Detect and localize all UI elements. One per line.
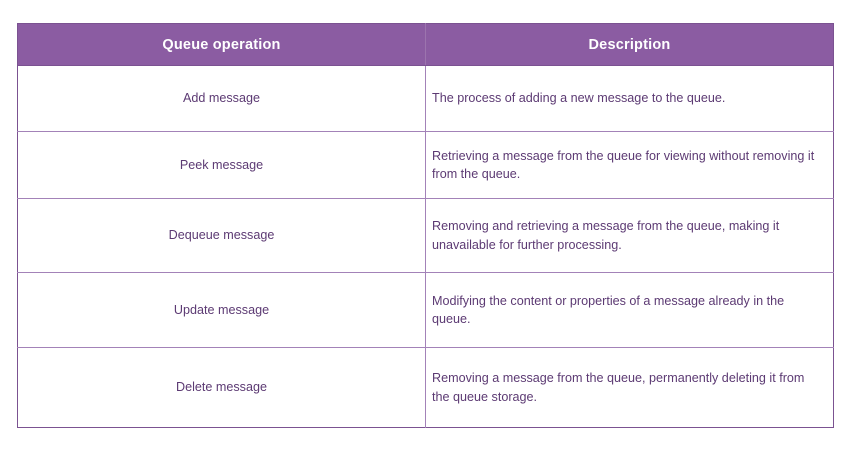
queue-operations-table-wrapper: Queue operation Description Add message … [17, 23, 834, 428]
table-row: Add message The process of adding a new … [17, 65, 834, 132]
cell-operation: Delete message [17, 347, 426, 428]
cell-description: Modifying the content or properties of a… [425, 272, 834, 348]
cell-description: Removing and retrieving a message from t… [425, 198, 834, 273]
table-row: Update message Modifying the content or … [17, 272, 834, 348]
cell-description: Removing a message from the queue, perma… [425, 347, 834, 428]
cell-description-text: Removing a message from the queue, perma… [432, 371, 805, 404]
queue-operations-table: Queue operation Description Add message … [17, 23, 834, 428]
table-row: Dequeue message Removing and retrieving … [17, 198, 834, 273]
table-row: Peek message Retrieving a message from t… [17, 131, 834, 199]
column-header-description: Description [425, 23, 834, 66]
column-header-queue-operation: Queue operation [17, 23, 426, 66]
cell-operation: Update message [17, 272, 426, 348]
cell-operation: Add message [17, 65, 426, 132]
cell-description: The process of adding a new message to t… [425, 65, 834, 132]
cell-description-text: Removing and retrieving a message from t… [432, 219, 780, 252]
table-header-row: Queue operation Description [17, 23, 834, 66]
cell-description-text: Retrieving a message from the queue for … [432, 148, 815, 181]
table-header: Queue operation Description [17, 23, 834, 66]
cell-description-text: The process of adding a new message to t… [432, 91, 726, 106]
table-body: Add message The process of adding a new … [17, 65, 834, 428]
table-row: Delete message Removing a message from t… [17, 347, 834, 428]
cell-operation: Dequeue message [17, 198, 426, 273]
cell-description: Retrieving a message from the queue for … [425, 131, 834, 199]
cell-operation: Peek message [17, 131, 426, 199]
cell-description-text: Modifying the content or properties of a… [432, 293, 785, 326]
